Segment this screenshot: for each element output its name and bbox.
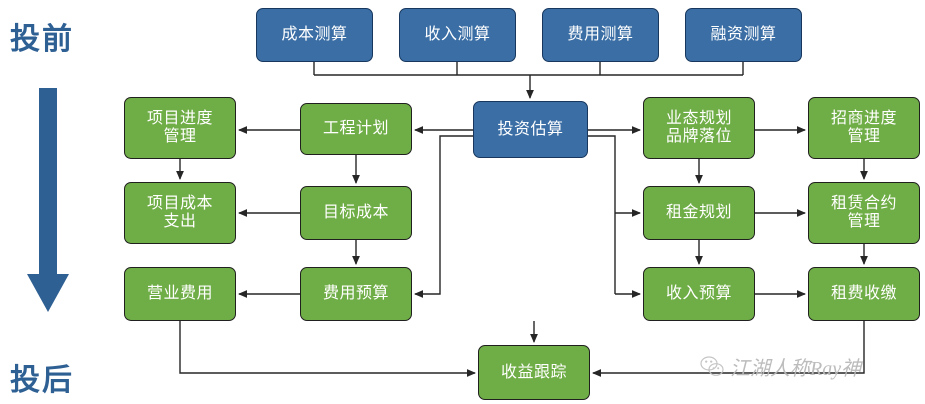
node-label: 招商进度管理 <box>830 110 897 145</box>
downward-phase-arrow <box>27 88 69 312</box>
watermark-text: 江湖人称Ray神 <box>730 358 862 380</box>
node-label: 营业费用 <box>146 285 213 303</box>
node-label: 业态规划品牌落位 <box>665 110 732 145</box>
node-revenue-budget[interactable]: 收入预算 <box>643 267 755 321</box>
node-op-expense[interactable]: 营业费用 <box>124 267 236 321</box>
node-eng-plan[interactable]: 工程计划 <box>300 103 412 155</box>
node-label: 租赁合约管理 <box>830 195 897 230</box>
node-label: 项目成本支出 <box>146 195 213 230</box>
node-expense-est[interactable]: 费用测算 <box>542 8 659 62</box>
phase-label-bottom: 投后 <box>10 364 74 397</box>
node-proj-sched[interactable]: 项目进度管理 <box>124 97 236 159</box>
node-cost-est[interactable]: 成本测算 <box>256 8 373 62</box>
edge-op-expense-to-profit-track <box>179 321 476 377</box>
watermark: 江湖人称Ray神 <box>700 352 861 381</box>
node-proj-cost-out[interactable]: 项目成本支出 <box>124 182 236 244</box>
node-label: 租费收缴 <box>830 285 897 303</box>
edge-rent-collect-to-profit-track <box>592 321 865 377</box>
node-label: 费用测算 <box>567 26 634 44</box>
node-invite-sched[interactable]: 招商进度管理 <box>808 97 920 159</box>
node-expense-budget[interactable]: 费用预算 <box>300 267 412 321</box>
node-label: 融资测算 <box>710 26 777 44</box>
node-revenue-est[interactable]: 收入测算 <box>399 8 516 62</box>
node-label: 收益跟踪 <box>500 363 567 381</box>
node-profit-track[interactable]: 收益跟踪 <box>478 345 590 400</box>
wechat-icon <box>700 355 724 376</box>
edge-invest-est-right-bus <box>588 135 616 294</box>
node-target-cost[interactable]: 目标成本 <box>300 186 412 240</box>
node-label: 工程计划 <box>322 120 389 138</box>
phase-label-top: 投前 <box>10 23 74 56</box>
node-label: 收入测算 <box>424 26 491 44</box>
node-invest-est[interactable]: 投资估算 <box>473 101 588 158</box>
node-label: 投资估算 <box>497 120 564 138</box>
node-label: 成本测算 <box>281 26 348 44</box>
node-rent-collect[interactable]: 租费收缴 <box>808 267 920 321</box>
node-label: 收入预算 <box>665 285 732 303</box>
node-label: 租金规划 <box>665 204 732 222</box>
node-format-plan[interactable]: 业态规划品牌落位 <box>643 97 755 159</box>
node-lease-contract[interactable]: 租赁合约管理 <box>808 182 920 244</box>
edge-invest-est-to-expense-budget <box>414 135 473 298</box>
node-label: 项目进度管理 <box>146 110 213 145</box>
node-rent-plan[interactable]: 租金规划 <box>643 186 755 240</box>
node-label: 费用预算 <box>322 285 389 303</box>
node-finance-est[interactable]: 融资测算 <box>685 8 802 62</box>
node-label: 目标成本 <box>322 204 389 222</box>
